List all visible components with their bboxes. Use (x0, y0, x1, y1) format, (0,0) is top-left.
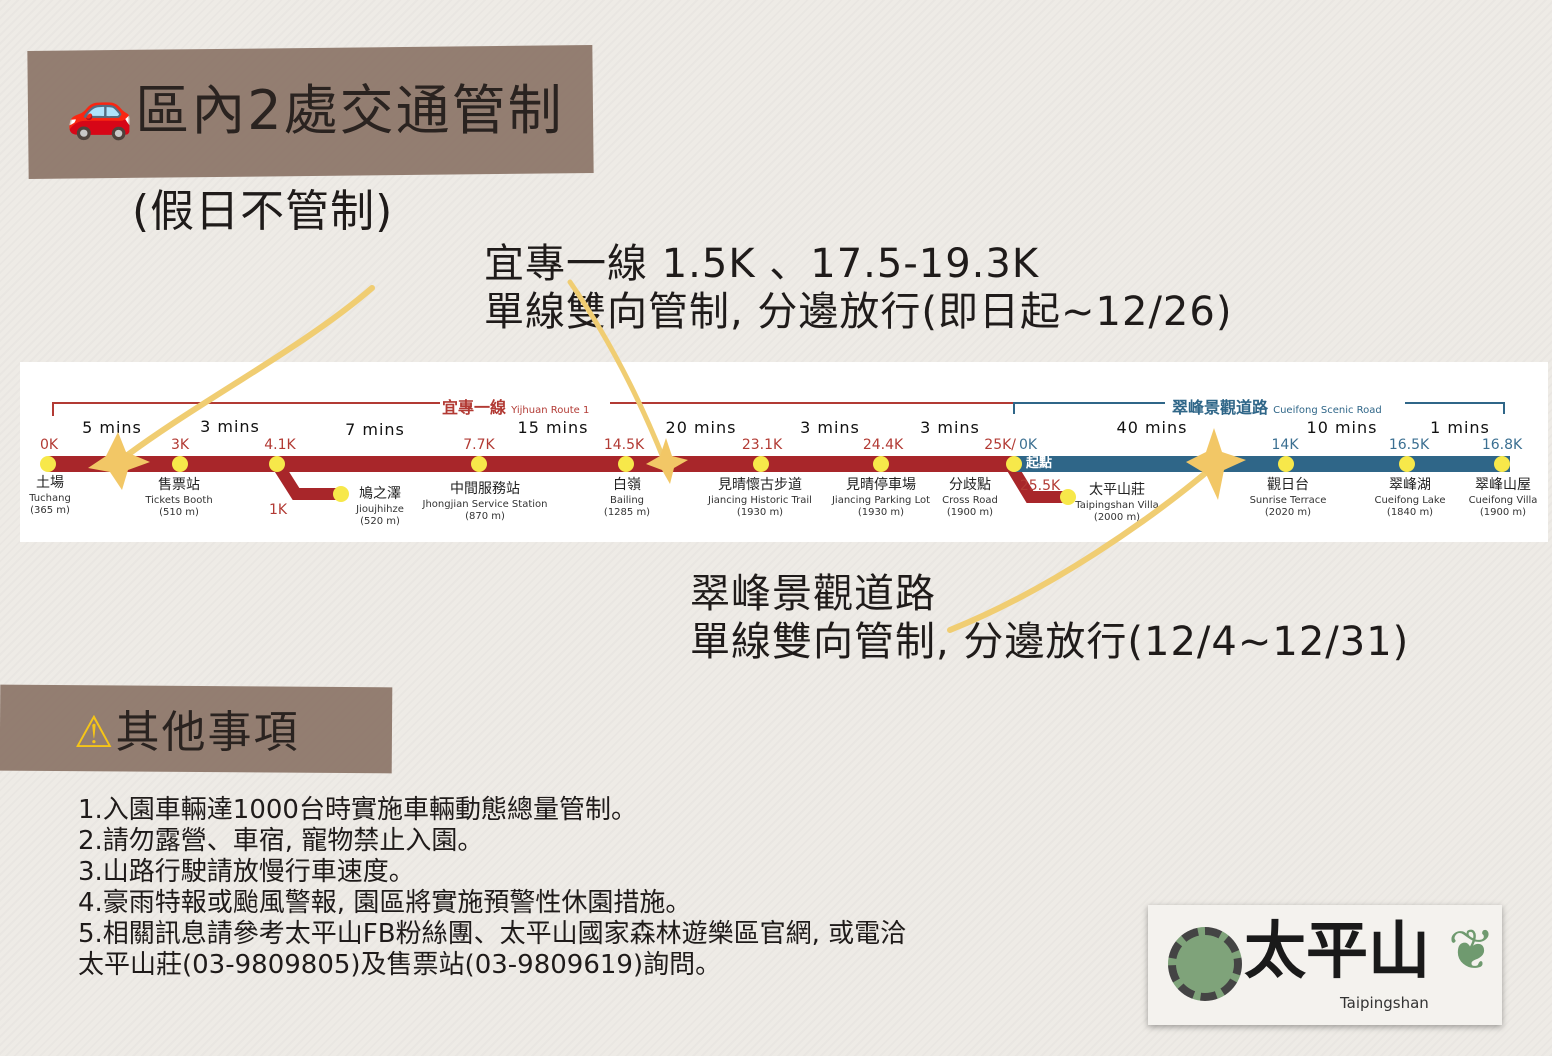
km-marker: 1K (268, 502, 288, 518)
warning-icon: ⚠ (74, 707, 116, 758)
travel-time: 3 mins (200, 417, 260, 436)
subtitle: (假日不管制) (132, 186, 394, 237)
station-dot (172, 456, 188, 472)
travel-time: 15 mins (517, 418, 589, 437)
fern-icon: ❦ (1448, 918, 1495, 983)
note-item: 2.請勿露營、車宿, 寵物禁止入園。 (78, 826, 484, 856)
station-dot (1399, 456, 1415, 472)
note-item: 4.豪雨特報或颱風警報, 園區將實施預警性休園措施。 (78, 888, 692, 918)
km-marker: 24.4K (862, 437, 904, 453)
km-marker: 16.5K (1388, 437, 1430, 453)
station-dot (1060, 489, 1076, 505)
station-dot (269, 456, 285, 472)
travel-time: 3 mins (920, 418, 980, 437)
travel-time: 5 mins (82, 418, 142, 437)
station-dot (40, 456, 56, 472)
km-marker: 3K (170, 437, 190, 453)
km-marker: 14K (1271, 437, 1299, 453)
km-marker: 4.1K (264, 437, 296, 453)
station-dot (471, 456, 487, 472)
route1-bracket (52, 402, 440, 416)
other-notes: 1.入園車輛達1000台時實施車輛動態總量管制。 2.請勿露營、車宿, 寵物禁止… (78, 795, 906, 981)
route1-label: 宜專一線 Yijhuan Route 1 (442, 398, 590, 417)
route-map: 宜專一線 Yijhuan Route 1 翠峰景觀道路 Cueifong Sce… (20, 362, 1548, 542)
route2-label: 翠峰景觀道路 Cueifong Scenic Road (1172, 398, 1382, 417)
station-dot (1494, 456, 1510, 472)
logo-text: 太平山 (1244, 914, 1431, 987)
logo-emblem-icon (1168, 927, 1242, 1001)
km-marker: 25.5K (1019, 478, 1061, 494)
station-dot (1006, 456, 1022, 472)
branch-jioujhihze (271, 460, 341, 500)
km-marker: 16.8K (1481, 437, 1523, 453)
route2-bracket (1013, 402, 1165, 414)
car-icon: 🚗 (66, 79, 136, 142)
page-title: 🚗區內2處交通管制 (66, 79, 564, 142)
note-item: 1.入園車輛達1000台時實施車輛動態總量管制。 (78, 795, 637, 825)
km-marker: 7.7K (463, 437, 495, 453)
notice-scenic-line2: 單線雙向管制, 分邊放行(12/4~12/31) (690, 619, 1410, 665)
km-marker: 23.1K (741, 437, 783, 453)
station-dot (753, 456, 769, 472)
notice-scenic-line1: 翠峰景觀道路 (690, 571, 936, 617)
km-marker: 0K (1019, 437, 1038, 453)
start-label: 起點 (1026, 456, 1053, 471)
travel-time: 1 mins (1430, 418, 1490, 437)
km-marker: 14.5K (603, 437, 645, 453)
travel-time: 20 mins (665, 418, 737, 437)
note-item: 太平山莊(03-9809805)及售票站(03-9809619)詢問。 (78, 950, 722, 980)
note-item: 5.相關訊息請參考太平山FB粉絲團、太平山國家森林遊樂區官網, 或電洽 (78, 919, 907, 949)
station-dot (873, 456, 889, 472)
travel-time: 40 mins (1116, 418, 1188, 437)
notice-route1-line1: 宜專一線 1.5K 、17.5-19.3K (484, 241, 1040, 287)
note-item: 3.山路行駛請放慢行車速度。 (78, 857, 415, 887)
station-dot (333, 486, 349, 502)
travel-time: 3 mins (800, 418, 860, 437)
other-title: ⚠其他事項 (74, 707, 300, 758)
km-marker: 25K/ (984, 437, 1016, 453)
logo-subtext: Taipingshan (1340, 994, 1429, 1012)
travel-time: 7 mins (345, 420, 405, 439)
taipingshan-logo: 太平山 Taipingshan ❦ (1148, 905, 1502, 1025)
travel-time: 10 mins (1306, 418, 1378, 437)
station-dot (618, 456, 634, 472)
station-dot (1278, 456, 1294, 472)
notice-route1-line2: 單線雙向管制, 分邊放行(即日起~12/26) (484, 289, 1233, 335)
km-marker: 0K (39, 437, 59, 453)
